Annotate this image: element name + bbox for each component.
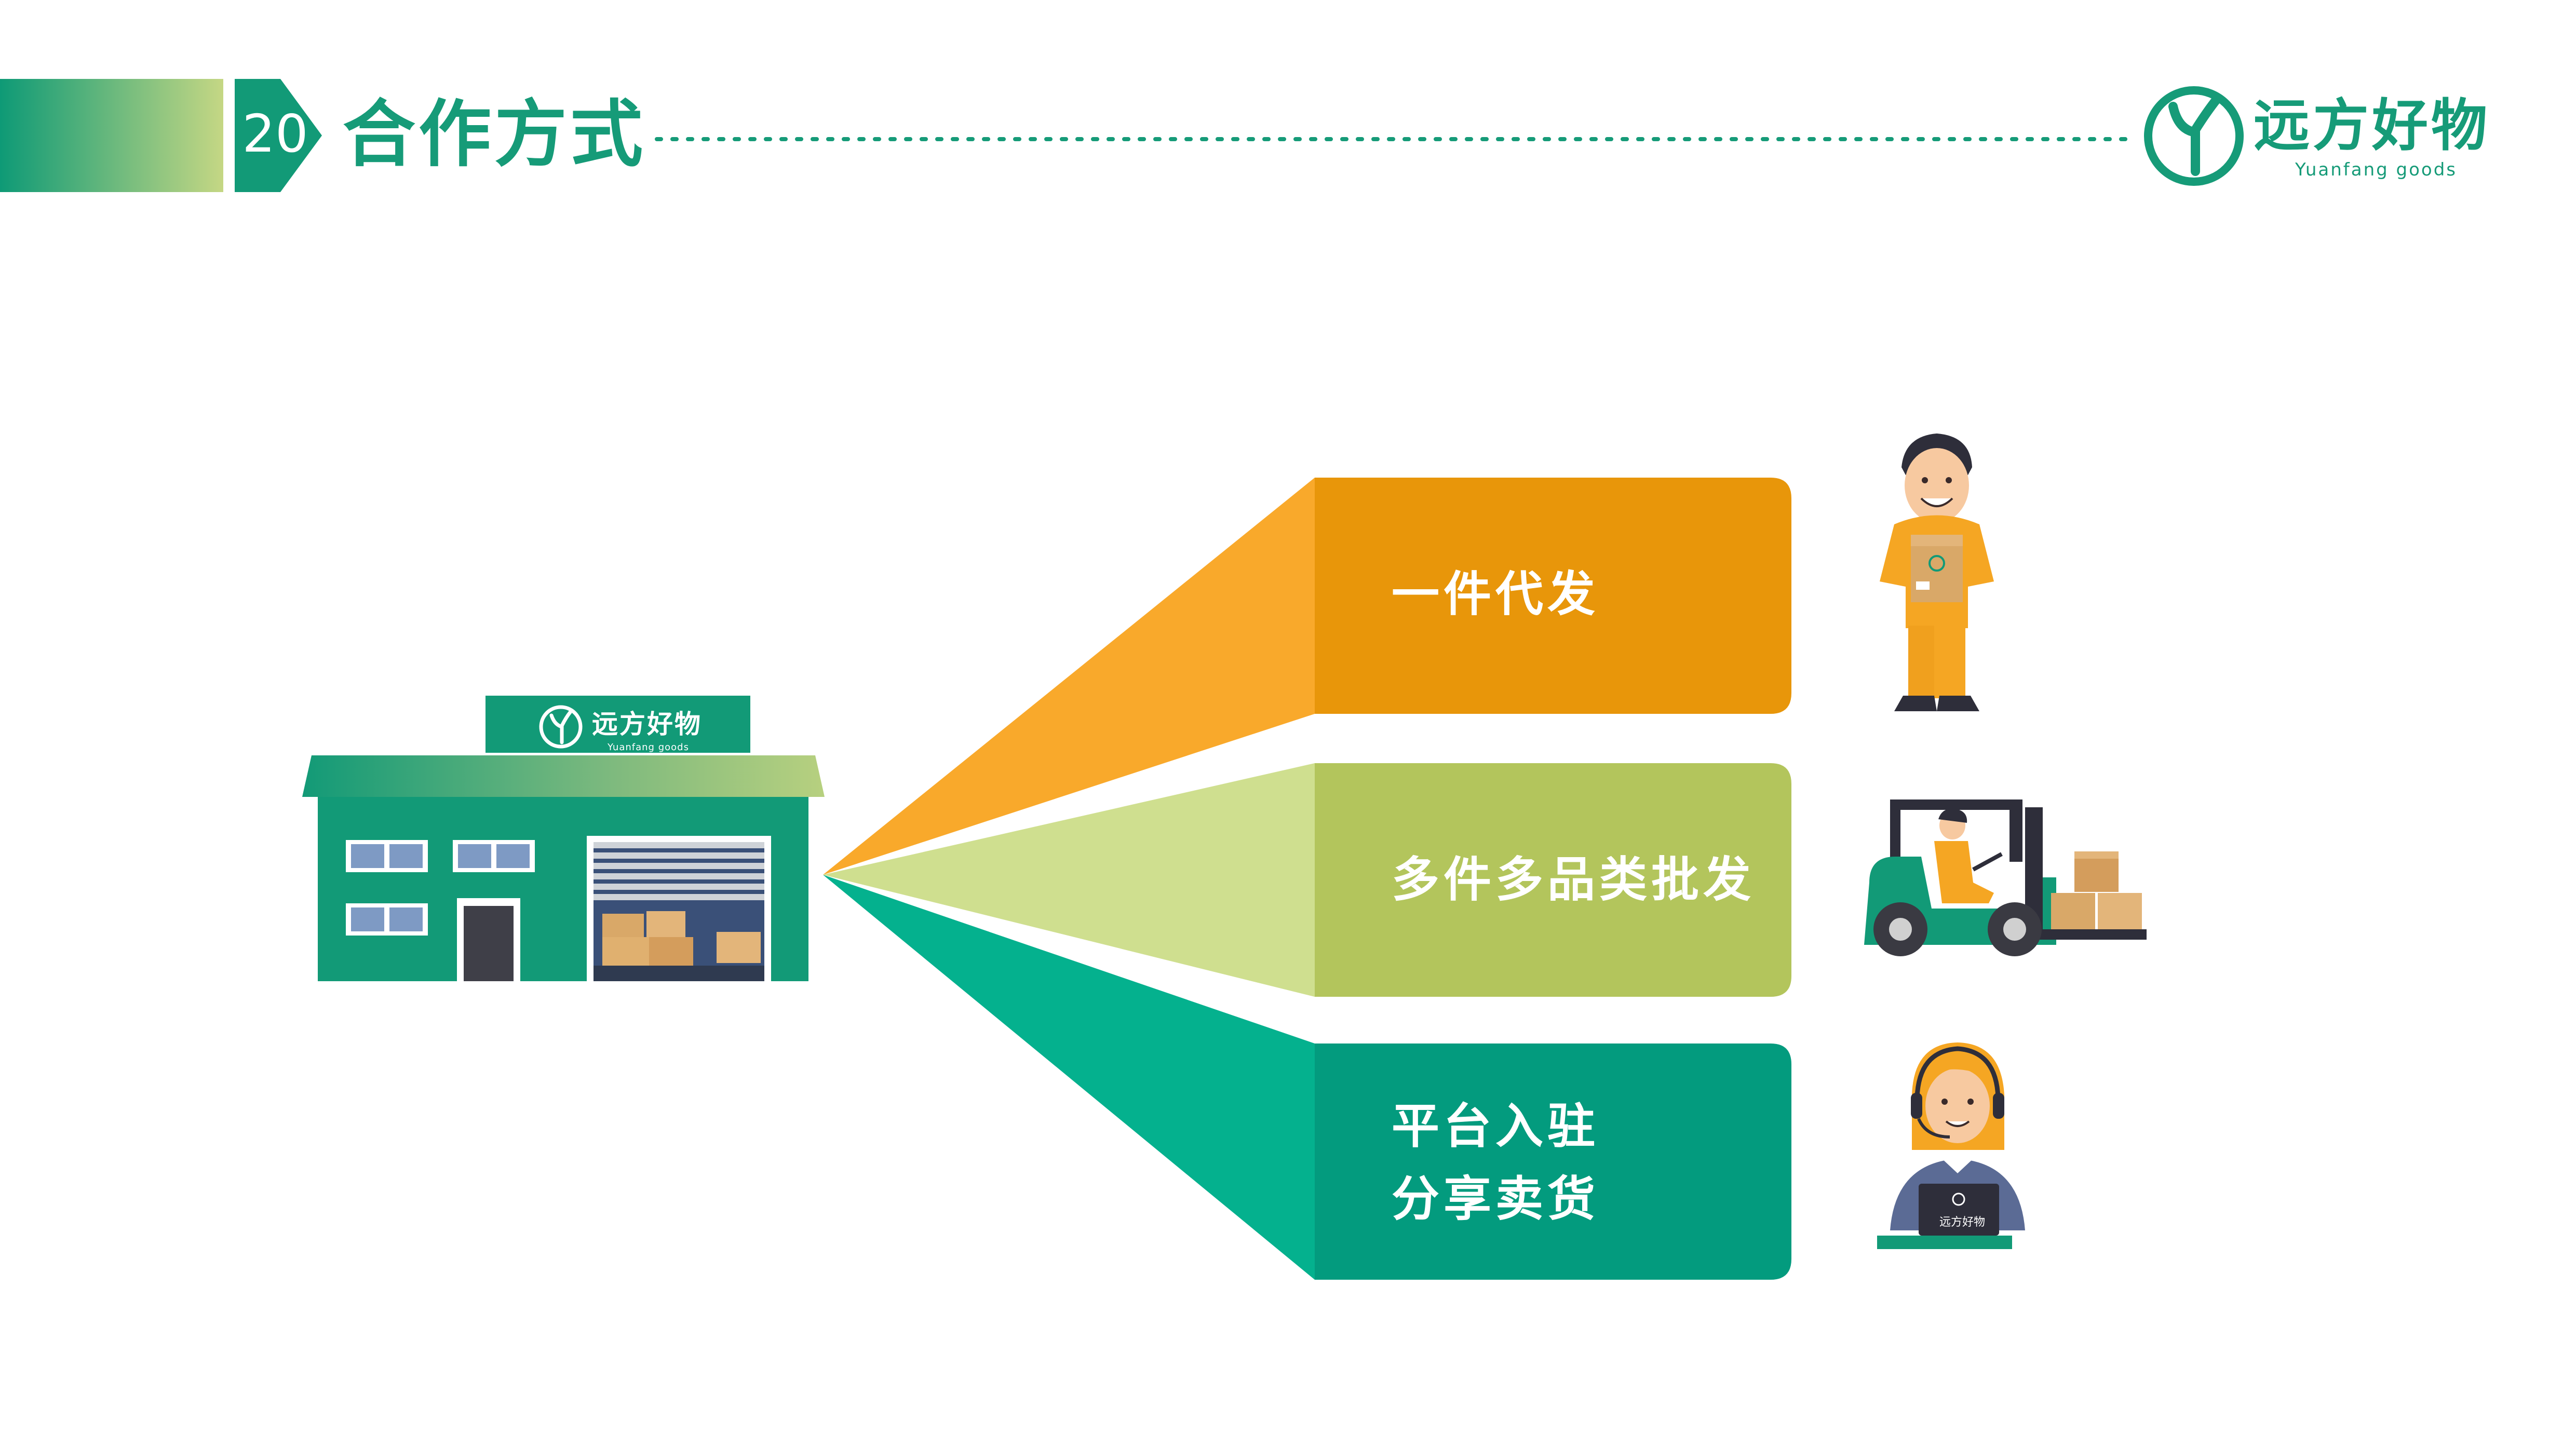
card-teal [1315,1044,1791,1280]
warehouse-illustration [302,696,825,981]
brand-logo-icon [2144,86,2244,186]
warehouse-sign-name: 远方好物 [592,709,702,739]
fan-wedge-teal [823,875,1315,1280]
page-number-badge [235,79,322,192]
customer-service-icon [1877,1042,2025,1249]
delivery-man-icon [1880,433,1994,711]
forklift-icon [1864,799,2147,956]
page-number: 20 [242,103,308,164]
fan-wedge-lime [823,763,1315,997]
warehouse-sign-subtitle: Yuanfang goods [608,742,689,753]
header-gradient-bar [0,79,223,192]
card-label-wholesale: 多件多品类批发 [1392,852,1756,907]
brand-subtitle: Yuanfang goods [2295,159,2458,180]
page-title: 合作方式 [343,92,646,177]
card-label-dropship: 一件代发 [1392,566,1600,622]
card-orange [1315,478,1791,714]
card-label-platform-line1: 平台入驻 [1392,1099,1600,1154]
brand-name: 远方好物 [2254,93,2491,158]
card-lime [1315,763,1791,997]
fan-wedge-orange [823,478,1315,875]
laptop-logo-text: 远方好物 [1939,1216,1986,1229]
card-label-platform-line2: 分享卖货 [1392,1171,1600,1227]
